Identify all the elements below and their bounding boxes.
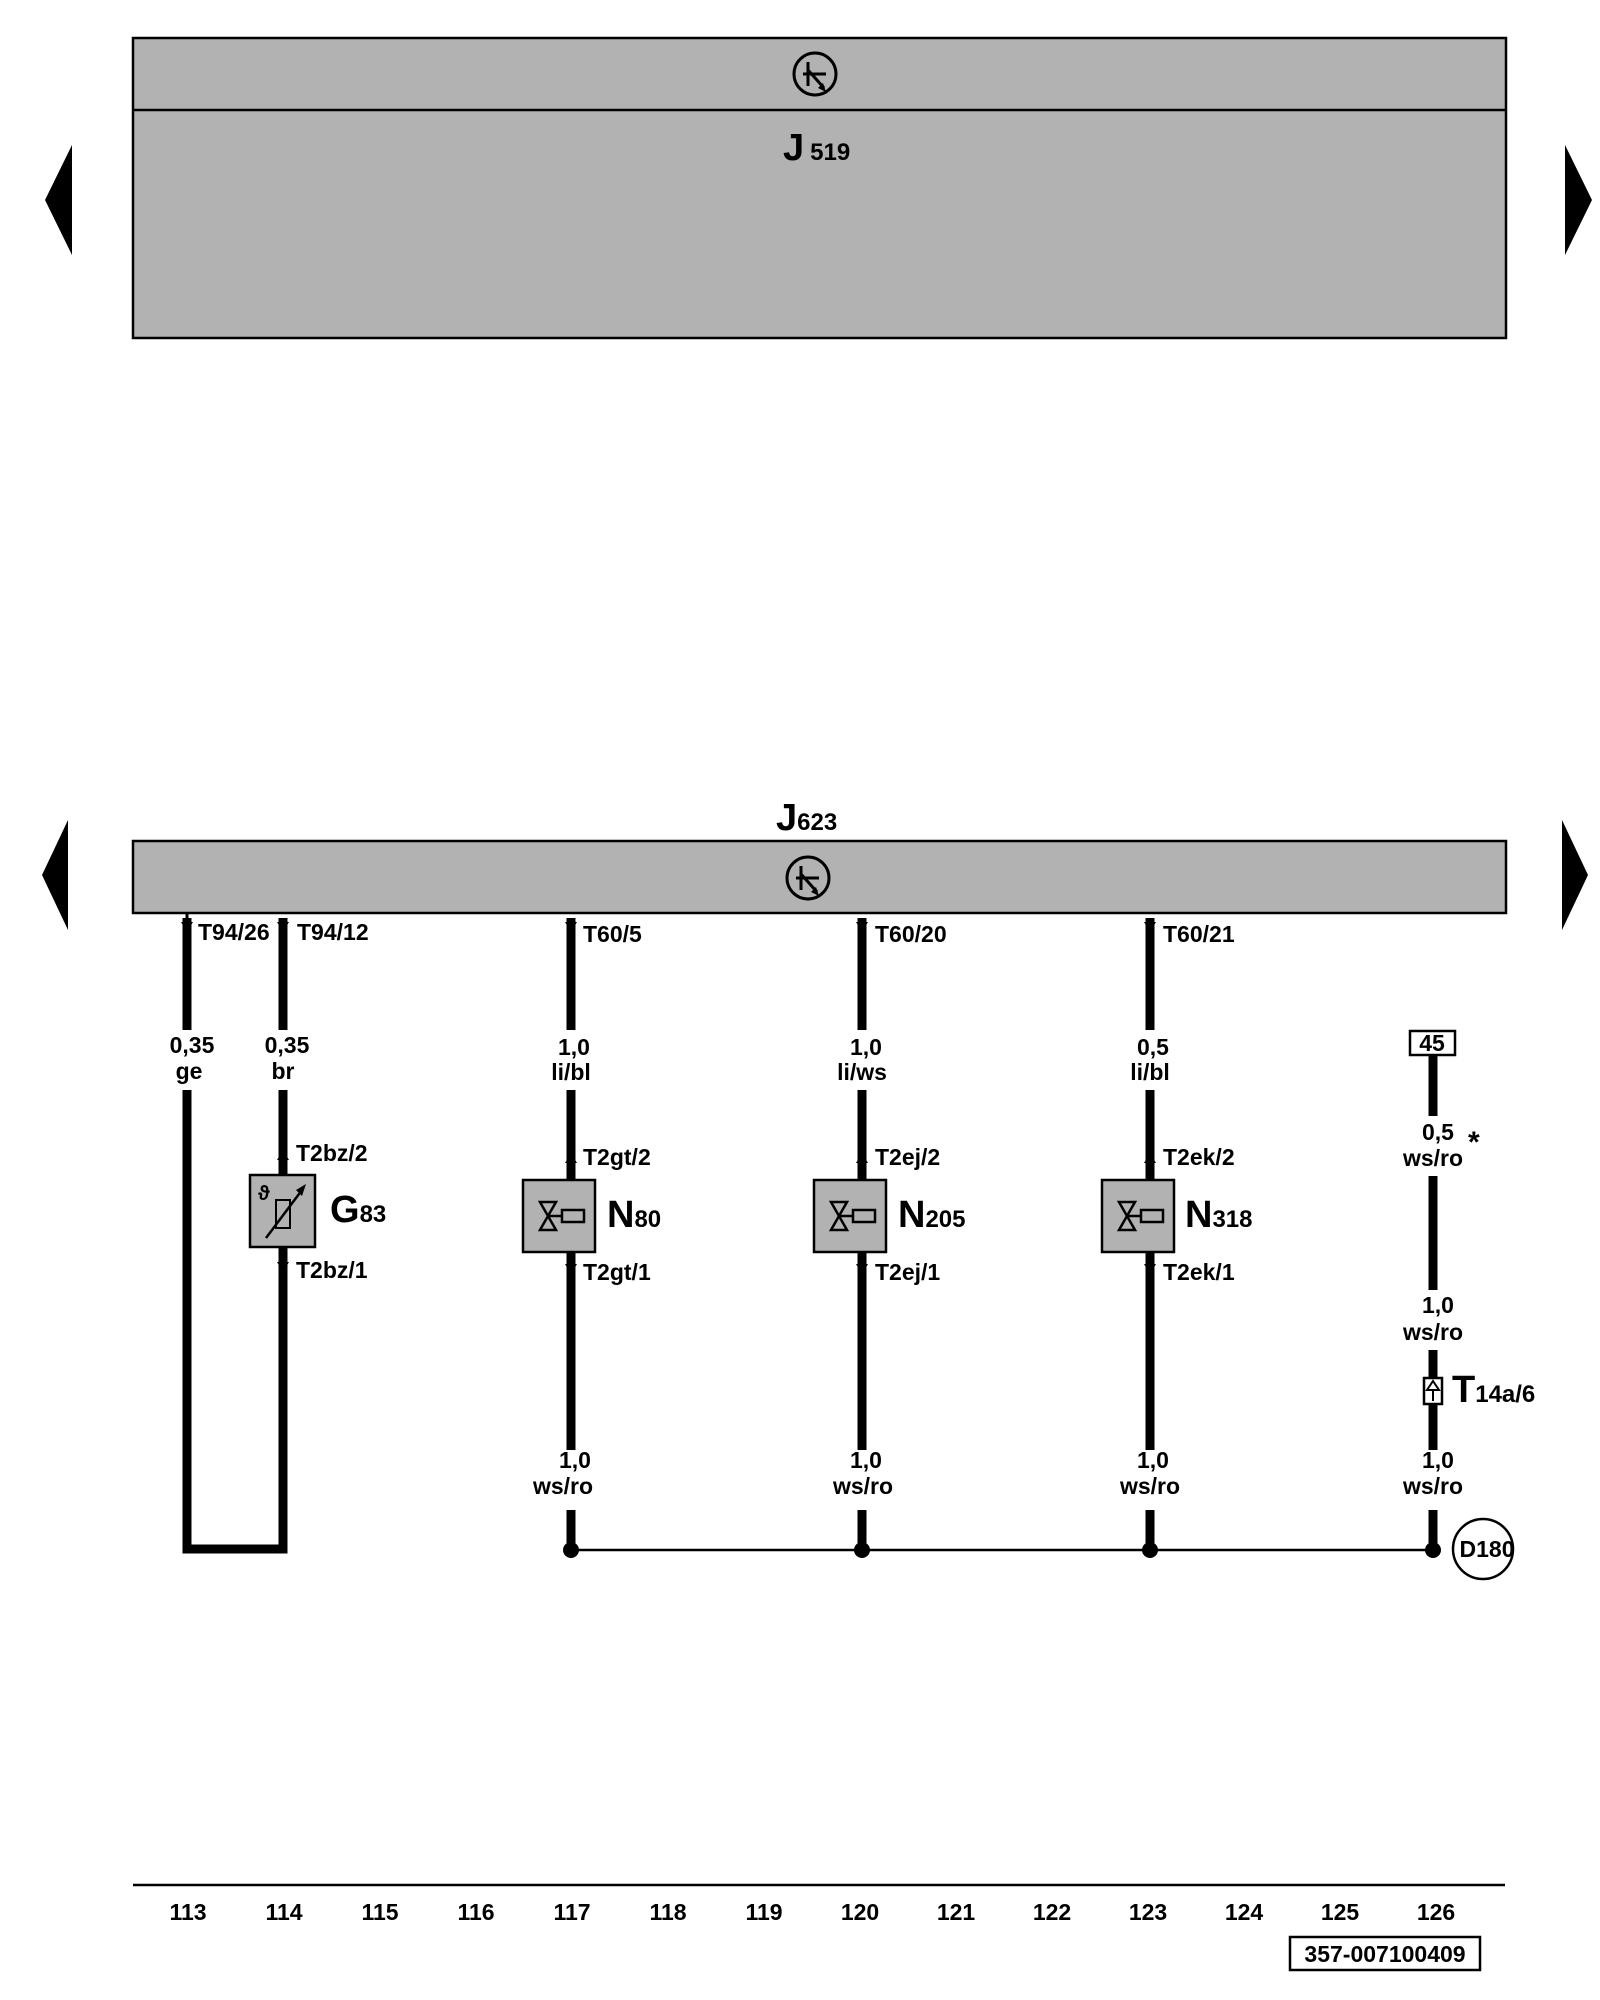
pin-label: T2gt/1 xyxy=(583,1259,651,1285)
pin-label: T2ej/2 xyxy=(875,1144,940,1170)
wire-size-label: 0,5 xyxy=(1137,1034,1169,1060)
control-unit-label: J623 xyxy=(776,797,837,839)
pin-label: T2bz/1 xyxy=(296,1257,368,1283)
nav-left-arrow-icon[interactable] xyxy=(42,820,68,930)
pin-label: T2bz/2 xyxy=(296,1140,368,1166)
nav-right-arrow-icon[interactable] xyxy=(1562,820,1588,930)
svg-text:357-007100409: 357-007100409 xyxy=(1304,1941,1465,1967)
component-label: N318 xyxy=(1185,1194,1253,1236)
wire-size-label: 1,0 xyxy=(558,1034,590,1060)
pin-label: T2gt/2 xyxy=(583,1144,651,1170)
wire-column-117: T60/5 1,0 li/bl T2gt/2 T2gt/1 N80 1,0 ws… xyxy=(521,918,661,1555)
grid-number: 113 xyxy=(169,1899,206,1925)
grid-numbers: 113 114 115 116 117 118 119 120 121 122 123 124 125 1… xyxy=(169,1899,1455,1925)
nav-left-arrow-icon[interactable] xyxy=(45,145,72,255)
solenoid-valve-icon xyxy=(521,1178,597,1254)
wire-color-label: li/bl xyxy=(551,1059,591,1085)
wire-column-120: T60/20 1,0 li/ws T2ej/2 T2ej/1 N205 1,0 … xyxy=(812,918,966,1555)
wire-color-label: ws/ro xyxy=(832,1473,893,1499)
wire-color-label: ws/ro xyxy=(1402,1319,1463,1345)
grid-number: 122 xyxy=(1033,1899,1071,1925)
wire-size-label: 1,0 xyxy=(850,1034,882,1060)
grid-number: 120 xyxy=(841,1899,879,1925)
connector-label: T14a/6 xyxy=(1452,1369,1535,1411)
pin-label: T2ej/1 xyxy=(875,1259,940,1285)
connector-arrow-icon xyxy=(277,922,289,932)
wire-size-label: 0,35 xyxy=(170,1032,215,1058)
connector-icon xyxy=(1422,1376,1444,1406)
solenoid-valve-icon xyxy=(1100,1178,1176,1254)
pin-label: T94/12 xyxy=(297,919,369,945)
transistor-icon xyxy=(785,855,831,901)
ground-point-label: D180 xyxy=(1460,1536,1515,1562)
nav-right-arrow-icon[interactable] xyxy=(1565,145,1592,255)
connector-arrow-icon xyxy=(181,914,193,932)
transistor-icon xyxy=(792,51,838,97)
pin-label: T60/21 xyxy=(1163,921,1235,947)
component-label: N80 xyxy=(607,1194,661,1236)
wire-loop-g83: T94/26 T94/12 0,35 ge 0,35 br T2bz/2 ϑ T… xyxy=(160,914,386,1554)
svg-text:ϑ: ϑ xyxy=(258,1183,270,1205)
ground-bus: D180 xyxy=(563,1517,1515,1581)
pin-label: T2ek/2 xyxy=(1163,1144,1235,1170)
grid-number: 116 xyxy=(457,1899,494,1925)
wire-color-label: ws/ro xyxy=(532,1473,593,1499)
wire-size-label: 1,0 xyxy=(1422,1292,1454,1318)
temperature-sensor-icon: ϑ xyxy=(248,1165,317,1257)
wire-color-label: ws/ro xyxy=(1402,1145,1463,1171)
grid-number: 117 xyxy=(553,1899,590,1925)
grid-number: 119 xyxy=(745,1899,782,1925)
component-label: G83 xyxy=(330,1189,386,1231)
terminal-label: 45 xyxy=(1419,1030,1445,1056)
wire-size-label: 1,0 xyxy=(1137,1447,1169,1473)
solenoid-valve-icon xyxy=(812,1178,888,1254)
grid-number: 124 xyxy=(1225,1899,1264,1925)
wire-color-label: ge xyxy=(176,1058,203,1084)
grid-number: 115 xyxy=(361,1899,398,1925)
component-label: N205 xyxy=(898,1194,966,1236)
pin-label: T2ek/1 xyxy=(1163,1259,1235,1285)
control-unit-j623: J623 xyxy=(131,797,1508,915)
wire-size-label: 0,35 xyxy=(265,1032,310,1058)
wire-size-label: 1,0 xyxy=(1422,1447,1454,1473)
wire-color-label: ws/ro xyxy=(1402,1473,1463,1499)
wire-color-label: li/ws xyxy=(837,1059,887,1085)
document-id: 357-007100409 xyxy=(1288,1935,1482,1972)
grid-number: 125 xyxy=(1321,1899,1360,1925)
wire-column-126: 45 0,5 ws/ro * 1,0 ws/ro T14a/6 1,0 ws/r… xyxy=(1398,1029,1535,1555)
grid-number: 114 xyxy=(265,1899,302,1925)
wire-column-123: T60/21 0,5 li/bl T2ek/2 T2ek/1 N318 1,0 … xyxy=(1100,918,1253,1555)
ground-point-icon xyxy=(1451,1517,1515,1581)
grid-number: 118 xyxy=(649,1899,686,1925)
pin-label: T60/5 xyxy=(583,921,642,947)
grid-number: 121 xyxy=(937,1899,976,1925)
wire-color-label: li/bl xyxy=(1130,1059,1170,1085)
wire-color-label: ws/ro xyxy=(1119,1473,1180,1499)
grid-number: 123 xyxy=(1129,1899,1167,1925)
pin-label: T94/26 xyxy=(198,919,270,945)
grid-number: 126 xyxy=(1417,1899,1455,1925)
wire-size-label: 0,5 xyxy=(1422,1119,1454,1145)
wire-size-label: 1,0 xyxy=(559,1447,591,1473)
footnote-marker: * xyxy=(1468,1126,1480,1159)
pin-label: T60/20 xyxy=(875,921,947,947)
wire-color-label: br xyxy=(272,1058,295,1084)
wire-size-label: 1,0 xyxy=(850,1447,882,1473)
